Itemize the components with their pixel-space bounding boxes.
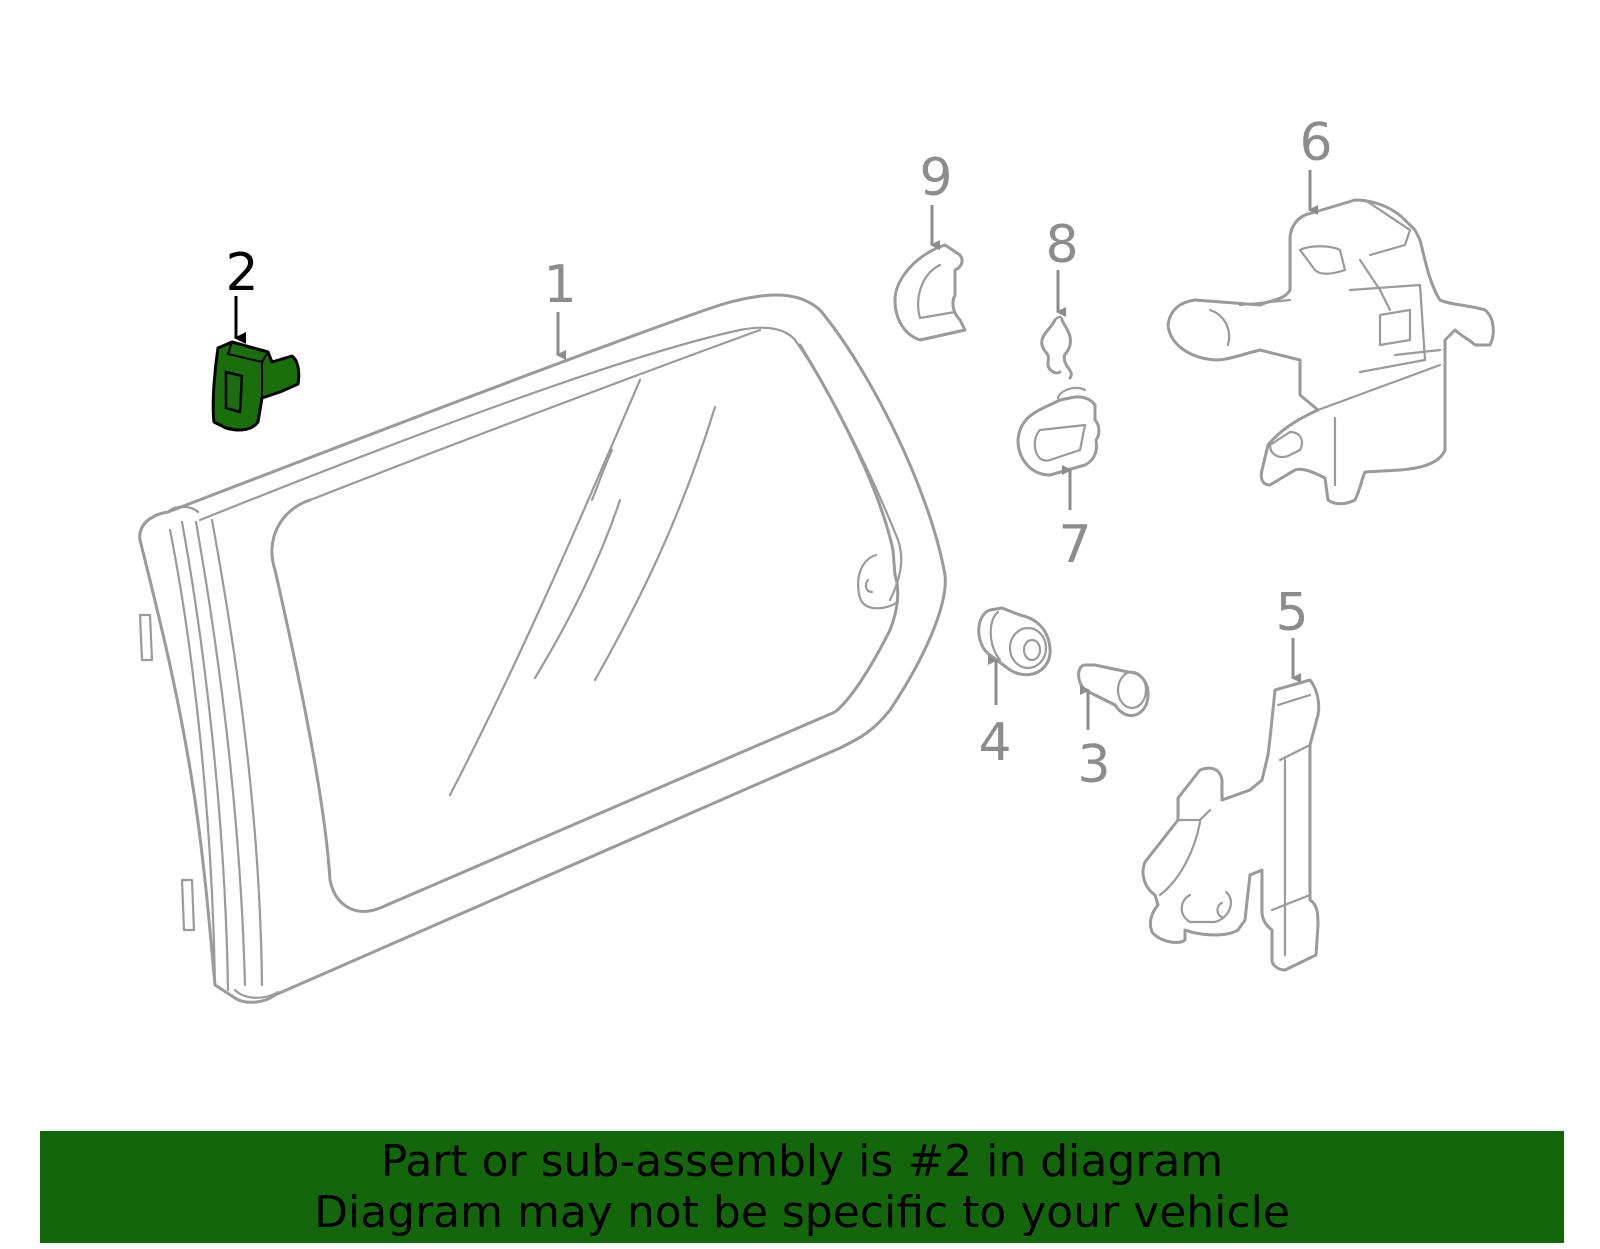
callout-6: 6 [1299, 113, 1332, 173]
part-2-clip-highlighted[interactable] [211, 340, 301, 432]
part-7-bushing [1016, 386, 1101, 477]
part-5-bracket [1141, 678, 1321, 972]
callout-8: 8 [1045, 215, 1078, 275]
part-4-grommet [977, 606, 1052, 677]
part-9-retainer [893, 243, 967, 342]
banner-line-part: Part or sub-assembly is #2 in diagram [380, 1136, 1224, 1187]
callout-1: 1 [543, 255, 576, 315]
callout-4: 4 [978, 713, 1011, 773]
part-3-fastener [1077, 663, 1150, 717]
callout-9: 9 [919, 148, 952, 208]
callout-2: 2 [225, 243, 258, 303]
callout-7: 7 [1058, 515, 1091, 575]
part-1-quarter-glass [138, 293, 947, 1004]
part-8-spring-clip [1040, 315, 1073, 380]
part-6-actuator [1166, 198, 1495, 506]
callout-5: 5 [1275, 583, 1308, 643]
info-banner: Part or sub-assembly is #2 in diagram Di… [40, 1131, 1564, 1243]
callout-3: 3 [1077, 735, 1110, 795]
banner-line-disclaimer: Diagram may not be specific to your vehi… [314, 1187, 1290, 1238]
